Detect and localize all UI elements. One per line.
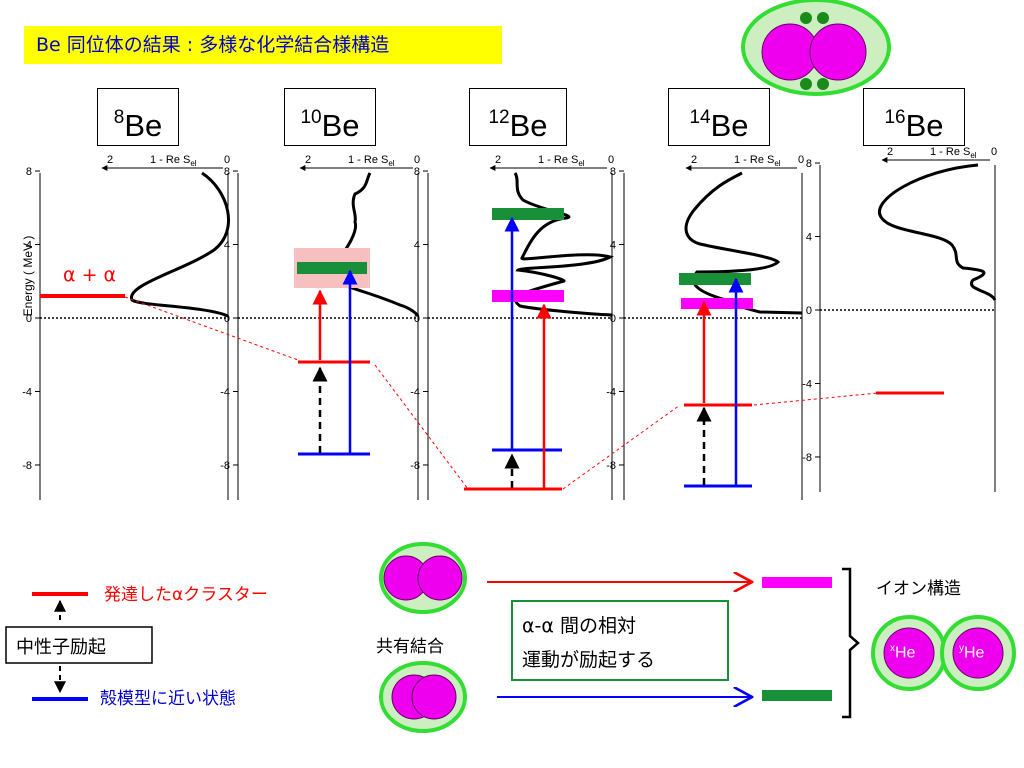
isotope-label-10be: 10Be	[284, 88, 376, 146]
be14-levels	[679, 273, 753, 488]
y-tick-label: 0	[414, 313, 420, 325]
y-tick-label: 8	[224, 166, 230, 178]
svg-text:2: 2	[495, 154, 501, 166]
covalent-molecule-icon-top	[379, 542, 467, 614]
y-tick-label: 4	[610, 240, 616, 252]
covalent-molecule-icon-bottom	[379, 661, 467, 733]
y-tick-label: 8	[806, 158, 812, 170]
be10-levels	[294, 248, 370, 456]
energy-panels: 8 4 0 -4 -8 2 0 1 - Re Sel 8 4 0 -4 -8 2 0 1 - Re Sel 8 4…	[22, 146, 997, 500]
svg-text:1 - Re Sel: 1 - Re Sel	[348, 154, 395, 168]
ionic-label: イオン構造	[876, 579, 961, 599]
y-tick-label: 4	[414, 240, 420, 252]
y-tick-label: -8	[410, 460, 420, 472]
svg-text:0: 0	[414, 154, 420, 166]
legend-shell-model-like: 殻模型に近い状態	[100, 689, 236, 709]
panel-5: 8 4 0 -4 -8 2 0 1 - Re Sel	[802, 146, 997, 492]
y-tick-label: -8	[22, 460, 32, 472]
excitation-text-line2: 運動が励起する	[522, 649, 656, 671]
covalent-label: 共有結合	[376, 637, 444, 657]
svg-text:0: 0	[224, 154, 230, 166]
y-tick-label: 0	[610, 313, 616, 325]
svg-text:1 - Re Sel: 1 - Re Sel	[930, 146, 977, 160]
svg-text:2: 2	[107, 154, 113, 166]
svg-text:2: 2	[887, 146, 893, 158]
alpha-alpha-label: α + α	[63, 264, 117, 286]
panel-1: 8 4 0 -4 -8 2 0 1 - Re Sel	[22, 154, 230, 500]
ionic-he-icons	[871, 615, 1016, 691]
y-tick-label: -8	[802, 452, 812, 464]
y-tick-label: 8	[414, 166, 420, 178]
y-tick-label: 4	[806, 232, 812, 244]
isotope-label-16be: 16Be	[863, 88, 965, 146]
svg-text:1 - Re Sel: 1 - Re Sel	[150, 154, 197, 168]
legend-neutron-excitation: 中性子励起	[16, 637, 106, 658]
y-tick-label: 0	[26, 313, 32, 325]
y-tick-label: 0	[806, 305, 812, 317]
isotope-label-14be: 14Be	[668, 88, 770, 146]
cluster-connector-lines	[124, 296, 879, 490]
he-x-label: xHe	[890, 643, 916, 662]
green-band-legend	[762, 690, 832, 701]
magenta-band-legend	[762, 577, 832, 588]
svg-text:2: 2	[691, 154, 697, 166]
y-tick-label: -8	[606, 460, 616, 472]
y-tick-label: -4	[410, 386, 420, 398]
excitation-text-line1: α-α 間の相対	[522, 615, 636, 637]
y-axis-label: Energy ( MeV )	[21, 235, 35, 317]
svg-text:0: 0	[991, 146, 997, 158]
svg-text:0: 0	[798, 154, 804, 166]
svg-text:1 - Re Sel: 1 - Re Sel	[538, 154, 585, 168]
excitation-box	[511, 600, 729, 681]
bracket	[842, 567, 860, 719]
y-tick-label: 0	[224, 313, 230, 325]
y-tick-label: 4	[224, 240, 230, 252]
y-tick-label: 8	[26, 166, 32, 178]
y-tick-label: -4	[220, 386, 230, 398]
y-tick-label: 4	[26, 240, 32, 252]
isotope-label-8be: 8Be	[97, 88, 179, 146]
y-tick-label: -4	[22, 386, 32, 398]
he-y-label: yHe	[959, 643, 985, 662]
legend-developed-cluster: 発達したαクラスター	[104, 585, 268, 605]
y-tick-label: 8	[610, 166, 616, 178]
y-tick-label: -4	[802, 378, 812, 390]
svg-text:1 - Re Sel: 1 - Re Sel	[734, 154, 781, 168]
legend	[5, 592, 153, 701]
y-tick-label: -4	[606, 386, 616, 398]
be-molecule-icon	[741, 0, 891, 96]
isotope-label-12be: 12Be	[469, 88, 567, 146]
svg-text:0: 0	[608, 154, 614, 166]
be12-levels	[464, 208, 564, 491]
slide-title: Be 同位体の結果 : 多様な化学結合様構造	[24, 26, 502, 64]
panel-4: 8 4 0 -4 -8 2 0 1 - Re Sel	[606, 154, 804, 500]
svg-text:2: 2	[305, 154, 311, 166]
y-tick-label: -8	[220, 460, 230, 472]
